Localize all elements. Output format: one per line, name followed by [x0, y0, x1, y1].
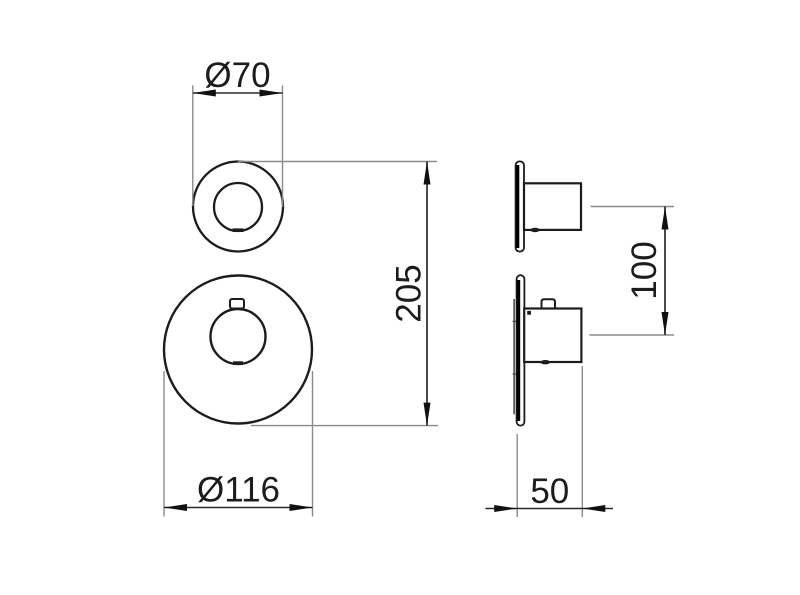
side-bottom-body-detail: [540, 360, 551, 365]
side-bottom-valve-body: [523, 307, 583, 364]
front-view: [162, 160, 314, 425]
side-bottom-body-screw: [527, 310, 531, 315]
dim70-arrow-left: [192, 89, 216, 97]
dim100-arrow-top: [661, 206, 669, 230]
dim70-arrow-right: [259, 89, 283, 97]
dim50-arrow-right: [582, 505, 606, 512]
dimension-label-center-spacing: 100: [625, 241, 664, 299]
dimension-center-spacing: 100: [589, 205, 674, 336]
dim100-arrow-bottom: [661, 312, 669, 335]
front-knob-tab: [229, 298, 245, 310]
dimension-overall-height: 205: [238, 160, 438, 427]
dimension-depth: 50: [485, 366, 613, 517]
front-top-handle-circle: [212, 181, 264, 233]
dim116-arrow-left: [164, 504, 187, 511]
dimension-label-depth: 50: [530, 472, 569, 511]
dimension-label-overall-height: 205: [390, 264, 429, 322]
dim116-arrow-right: [289, 504, 313, 511]
side-bottom-body-tab: [540, 298, 556, 309]
dimension-label-top-diameter: Ø70: [204, 56, 270, 95]
dim205-arrow-bottom: [423, 402, 431, 426]
dim205-arrow-top: [423, 161, 431, 185]
side-view: [512, 160, 583, 427]
dimension-label-bottom-diameter: Ø116: [197, 471, 280, 510]
dim50-arrow-left: [494, 505, 518, 512]
side-top-body-detail: [530, 227, 540, 233]
front-bottom-knob-circle: [209, 307, 267, 366]
side-top-valve-body: [522, 182, 583, 232]
dimension-bottom-diameter: Ø116: [163, 371, 314, 517]
dimension-top-diameter: Ø70: [192, 56, 284, 207]
